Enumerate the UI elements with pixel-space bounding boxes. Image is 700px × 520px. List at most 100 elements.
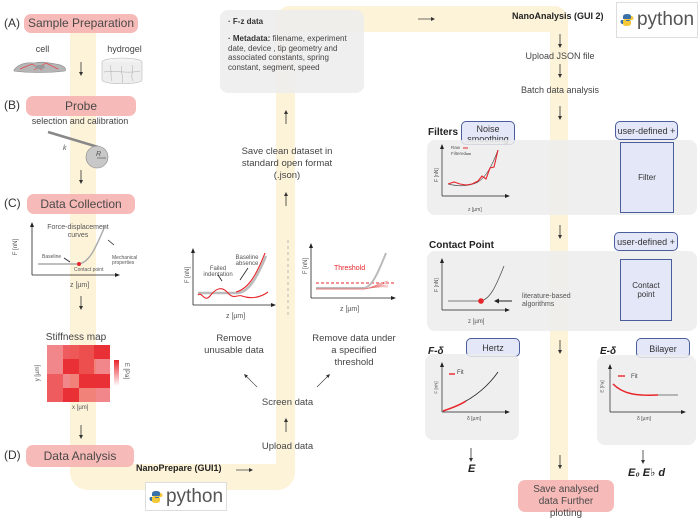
metadata-label: · Metadata: <box>228 34 271 43</box>
arrow-contact-fit <box>558 340 562 354</box>
colorbar-label: E [Pa] <box>123 362 130 380</box>
step-probe: Probe <box>26 96 136 116</box>
filter-panel-box[interactable]: Filter <box>620 142 674 213</box>
arrow-screen-up <box>284 192 288 206</box>
arrow-b-c <box>79 170 83 184</box>
arrow-upload-up <box>284 418 288 432</box>
fd-plot-xlabel: z [µm] <box>70 282 90 289</box>
heatmap-cell <box>47 359 63 374</box>
arrow-c-map <box>79 296 83 310</box>
arrow-batch-filters <box>558 106 562 120</box>
step-sample-preparation: Sample Preparation <box>24 14 138 33</box>
contact-user-defined-button[interactable]: user-defined + <box>614 232 678 251</box>
bilayer-legend-fit: Fit <box>631 374 638 380</box>
step-letter-a: (A) <box>4 16 20 30</box>
hertz-result: E <box>468 463 476 475</box>
hertz-legend-fit: Fit <box>457 370 464 376</box>
heatmap-cell <box>47 387 63 402</box>
step-letter-c: (C) <box>4 196 21 210</box>
upload-json-label: Upload JSON file <box>525 51 595 61</box>
python-logo-text: python <box>636 9 695 30</box>
remove-threshold-label: Remove data under a specified threshold <box>312 333 396 368</box>
hertz-plot <box>440 362 510 414</box>
stiffness-map-title: Stiffness map <box>45 332 107 343</box>
json-metadata: · Metadata: filename, experiment date, d… <box>228 34 358 72</box>
python-logo-gui2: python <box>616 2 698 38</box>
step-letter-b: (B) <box>4 98 20 112</box>
bilayer-ylabel: E [Pa] <box>599 380 605 393</box>
dashed-divider <box>287 240 289 316</box>
stiffness-map-grid <box>47 345 110 402</box>
filter-xlabel: z [µm] <box>468 207 482 213</box>
bilayer-plot-title: E-δ <box>600 346 617 357</box>
json-fz-data: · F-z data <box>228 17 264 26</box>
threshold-plot <box>309 243 396 300</box>
heatmap-cell <box>78 359 95 374</box>
fd-plot-title: Force-displacement curves <box>47 224 109 239</box>
step-letter-d: (D) <box>4 448 21 462</box>
save-analysed-button[interactable]: Save analysed data Further plotting <box>518 480 614 519</box>
contact-point-title: Contact Point <box>429 240 494 251</box>
fd-contact-label: Contact point <box>74 267 104 273</box>
contact-xlabel: z [µm] <box>468 319 485 325</box>
arrow-hertz-result <box>469 448 473 462</box>
radius-symbol: R <box>96 151 102 158</box>
arrow-to-gui2 <box>418 17 435 21</box>
threshold-label: Threshold <box>334 265 366 272</box>
arrow-filters-contact <box>558 225 562 239</box>
hertz-xlabel: δ [µm] <box>467 416 481 422</box>
arrow-upload-batch <box>558 64 562 78</box>
remove-unusable-label: Remove unusable data <box>204 333 264 356</box>
gui2-name: NanoAnalysis (GUI 2) <box>512 11 604 21</box>
hydrogel-label: hydrogel <box>107 44 142 54</box>
arrow-screen-right <box>316 374 330 388</box>
python-snake-icon <box>620 14 634 26</box>
cell-label: cell <box>35 44 50 54</box>
legend-raw: Raw <box>451 145 461 150</box>
heatmap-cell <box>78 345 95 360</box>
heatmap-cell <box>62 345 79 360</box>
failed-indentation-label: Failed indentation <box>203 266 233 278</box>
contact-point-panel-box[interactable]: Contact point <box>620 259 672 321</box>
probe-subtitle: selection and calibration <box>31 116 129 126</box>
contact-plot <box>440 258 510 312</box>
upload-data-label: Upload data <box>261 441 314 452</box>
heatmap-cell <box>94 345 110 360</box>
stiffness-colorbar <box>114 360 119 386</box>
hertz-plot-title: F-δ <box>428 346 444 357</box>
bilayer-result: E₀ E♭ d <box>628 467 666 479</box>
bilayer-xlabel: δ [µm] <box>637 416 651 422</box>
bilayer-plot <box>608 364 686 414</box>
unusable-data-plot <box>191 248 276 307</box>
heatmap-cell <box>47 373 63 388</box>
hertz-ylabel: F [nN] <box>433 381 439 394</box>
screen-data-label: Screen data <box>261 397 314 408</box>
python-snake-icon <box>149 490 163 503</box>
save-clean-dataset: Save clean dataset in standard open form… <box>241 146 333 181</box>
spring-constant-symbol: k <box>63 145 67 152</box>
python-logo-gui1: python <box>145 482 227 511</box>
step-data-analysis: Data Analysis <box>26 445 134 467</box>
batch-analysis-label: Batch data analysis <box>520 85 600 95</box>
filters-user-defined-button[interactable]: user-defined + <box>615 121 678 140</box>
fd-mech-label: Mechanical properties <box>112 255 138 266</box>
heatmap-cell <box>47 345 63 360</box>
threshold-xlabel: z [µm] <box>340 306 360 313</box>
probe-cantilever-icon <box>47 130 109 169</box>
flow-band-right <box>550 6 568 481</box>
heatmap-cell <box>62 359 79 374</box>
hydrogel-icon <box>101 57 143 85</box>
filter-ylabel: F [nN] <box>433 168 440 182</box>
literature-algorithms-label: literature-based algorithms <box>522 293 571 308</box>
filter-plot <box>440 144 510 198</box>
json-content-box <box>220 10 364 93</box>
heatmap-cell <box>78 387 95 402</box>
gui1-name: NanoPrepare (GUI1) <box>136 463 222 473</box>
map-ylabel: y [µm] <box>35 364 42 382</box>
heatmap-cell <box>94 373 110 388</box>
threshold-ylabel: F [nN] <box>303 257 310 275</box>
legend-filtered: Filtered <box>451 151 467 156</box>
arrow-a-b <box>79 62 83 76</box>
fd-baseline-label: Baseline <box>42 254 62 260</box>
heatmap-cell <box>94 387 110 402</box>
